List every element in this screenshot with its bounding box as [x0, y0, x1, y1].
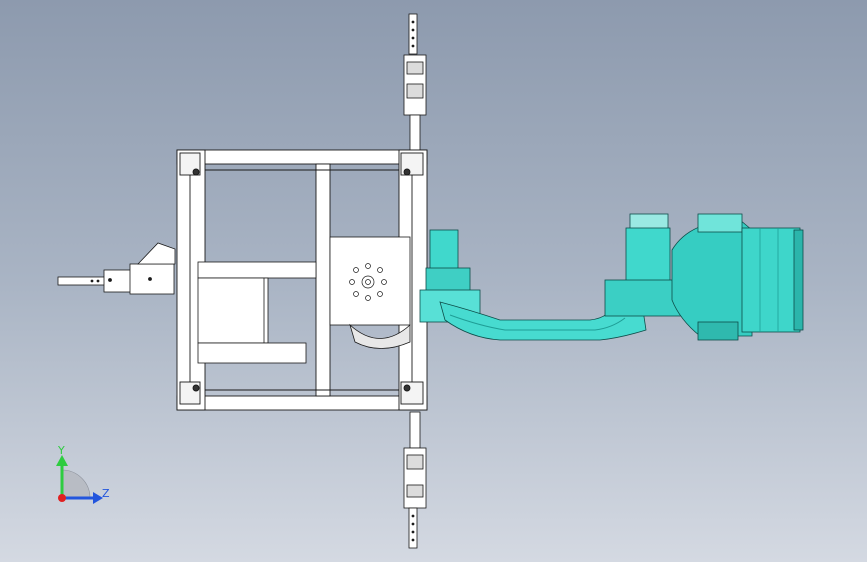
top-rail-end	[408, 13, 418, 55]
robot-arm[interactable]	[419, 213, 804, 341]
rotary-mount[interactable]	[329, 236, 411, 349]
left-gripper[interactable]	[57, 242, 176, 295]
x-axis-dot	[58, 494, 66, 502]
base-drum	[741, 227, 801, 333]
inner-plates[interactable]	[197, 261, 317, 364]
bottom-rail-assembly[interactable]	[403, 411, 427, 549]
z-axis-label: Z	[102, 487, 110, 500]
triad-quadrant	[61, 469, 91, 499]
z-axis-arrowhead	[93, 492, 103, 504]
bottom-rail-end	[408, 507, 418, 549]
elbow-motor	[625, 227, 671, 289]
y-axis-label: Y	[57, 444, 65, 457]
shoulder-cap	[697, 213, 743, 233]
wrist-motor	[429, 229, 459, 275]
base-rim	[793, 229, 804, 331]
lower-plate	[197, 342, 307, 364]
center-block	[197, 277, 269, 344]
top-rail-assembly[interactable]	[403, 13, 427, 151]
aluminium-frame[interactable]	[176, 149, 428, 411]
y-axis-arrowhead	[56, 455, 68, 466]
gripper-bracket	[137, 242, 176, 265]
shoulder-base	[697, 321, 739, 341]
mount-bracket	[349, 323, 411, 349]
